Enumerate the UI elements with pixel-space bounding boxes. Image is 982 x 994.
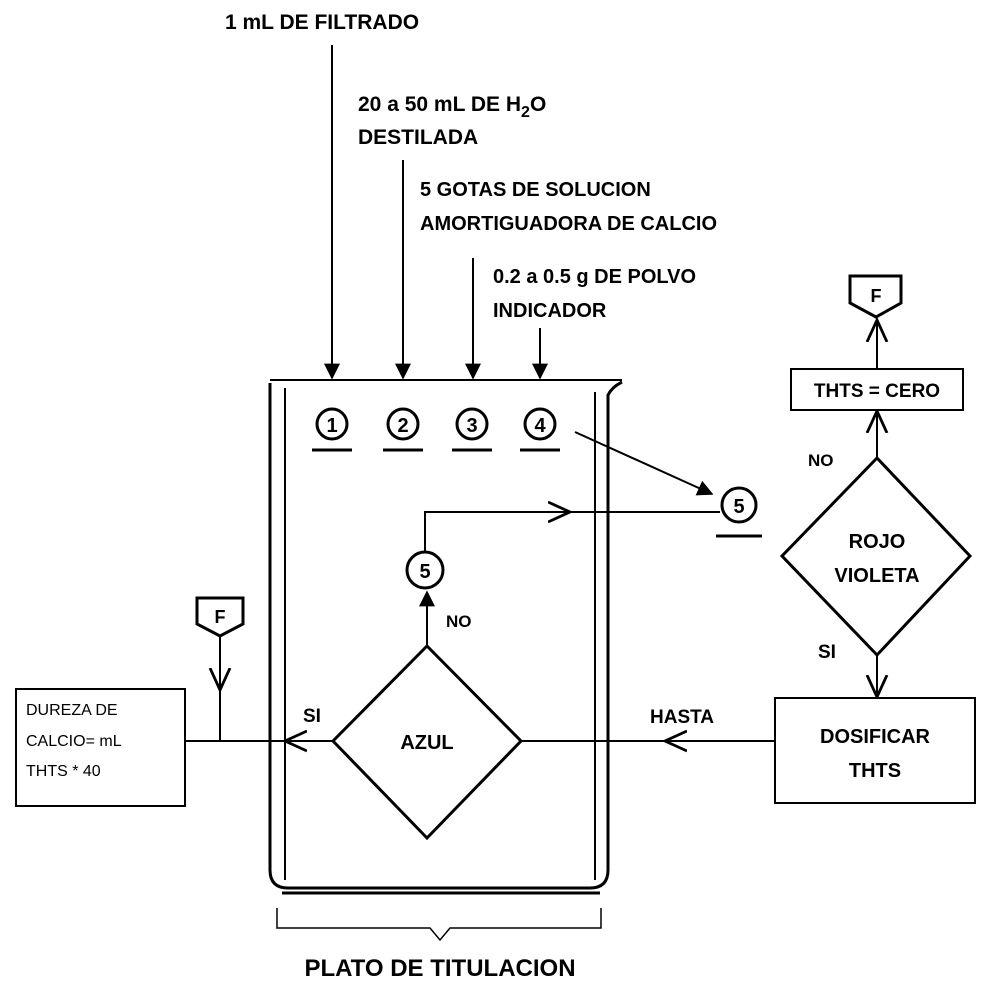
svg-text:CALCIO= mL: CALCIO= mL: [26, 733, 122, 750]
azul-si-label: SI: [303, 706, 321, 727]
svg-text:3: 3: [466, 415, 477, 437]
rojo-no-label: NO: [808, 451, 834, 470]
connector-5-right: 5: [716, 488, 762, 536]
reagent-2-label: 20 a 50 mL DE H2O: [358, 93, 546, 121]
reagent-3-label-line1: 5 GOTAS DE SOLUCION: [420, 179, 651, 201]
svg-text:2: 2: [397, 415, 408, 437]
connector-5-left: 5: [407, 552, 443, 588]
svg-text:F: F: [215, 607, 226, 627]
step-3-marker: 3: [452, 409, 492, 450]
svg-text:THTS = CERO: THTS = CERO: [814, 381, 940, 402]
svg-text:THTS * 40: THTS * 40: [26, 763, 101, 780]
azul-no-label: NO: [446, 612, 472, 631]
hasta-label: HASTA: [650, 707, 714, 728]
rojo-si-label: SI: [818, 642, 836, 663]
svg-text:4: 4: [534, 415, 546, 437]
result-dureza-box: DUREZA DE CALCIO= mL THTS * 40: [16, 689, 185, 806]
svg-text:ROJO: ROJO: [849, 531, 906, 553]
svg-text:1: 1: [326, 415, 337, 437]
svg-text:AZUL: AZUL: [400, 732, 453, 754]
svg-text:5: 5: [733, 496, 744, 518]
reagent-4-label-line2: INDICADOR: [493, 300, 607, 322]
svg-text:5: 5: [419, 561, 430, 583]
decision-azul: AZUL: [333, 646, 521, 838]
svg-text:THTS: THTS: [849, 760, 901, 782]
svg-text:DOSIFICAR: DOSIFICAR: [820, 726, 931, 748]
decision-rojo-violeta: ROJO VIOLETA: [782, 458, 970, 655]
svg-text:DUREZA DE: DUREZA DE: [26, 702, 118, 719]
step-4-marker: 4: [520, 409, 560, 450]
end-terminal-right: F: [850, 276, 901, 317]
reagent-2-label-line2: DESTILADA: [358, 126, 478, 149]
process-dosificar-box: DOSIFICAR THTS: [775, 698, 975, 803]
reagent-3-label-line2: AMORTIGUADORA DE CALCIO: [420, 213, 717, 235]
svg-text:F: F: [871, 286, 882, 306]
beaker-caption: PLATO DE TITULACION: [304, 955, 575, 982]
step-1-marker: 1: [312, 409, 352, 450]
beaker-bracket: [277, 908, 601, 940]
reagent-4-label-line1: 0.2 a 0.5 g DE POLVO: [493, 266, 696, 288]
step-2-marker: 2: [383, 409, 423, 450]
end-terminal-left: F: [197, 598, 243, 636]
svg-text:VIOLETA: VIOLETA: [834, 565, 919, 587]
process-thts-cero-box: THTS = CERO: [791, 369, 963, 410]
loop-back-line: [425, 512, 720, 552]
reagent-1-label: 1 mL DE FILTRADO: [225, 11, 419, 34]
